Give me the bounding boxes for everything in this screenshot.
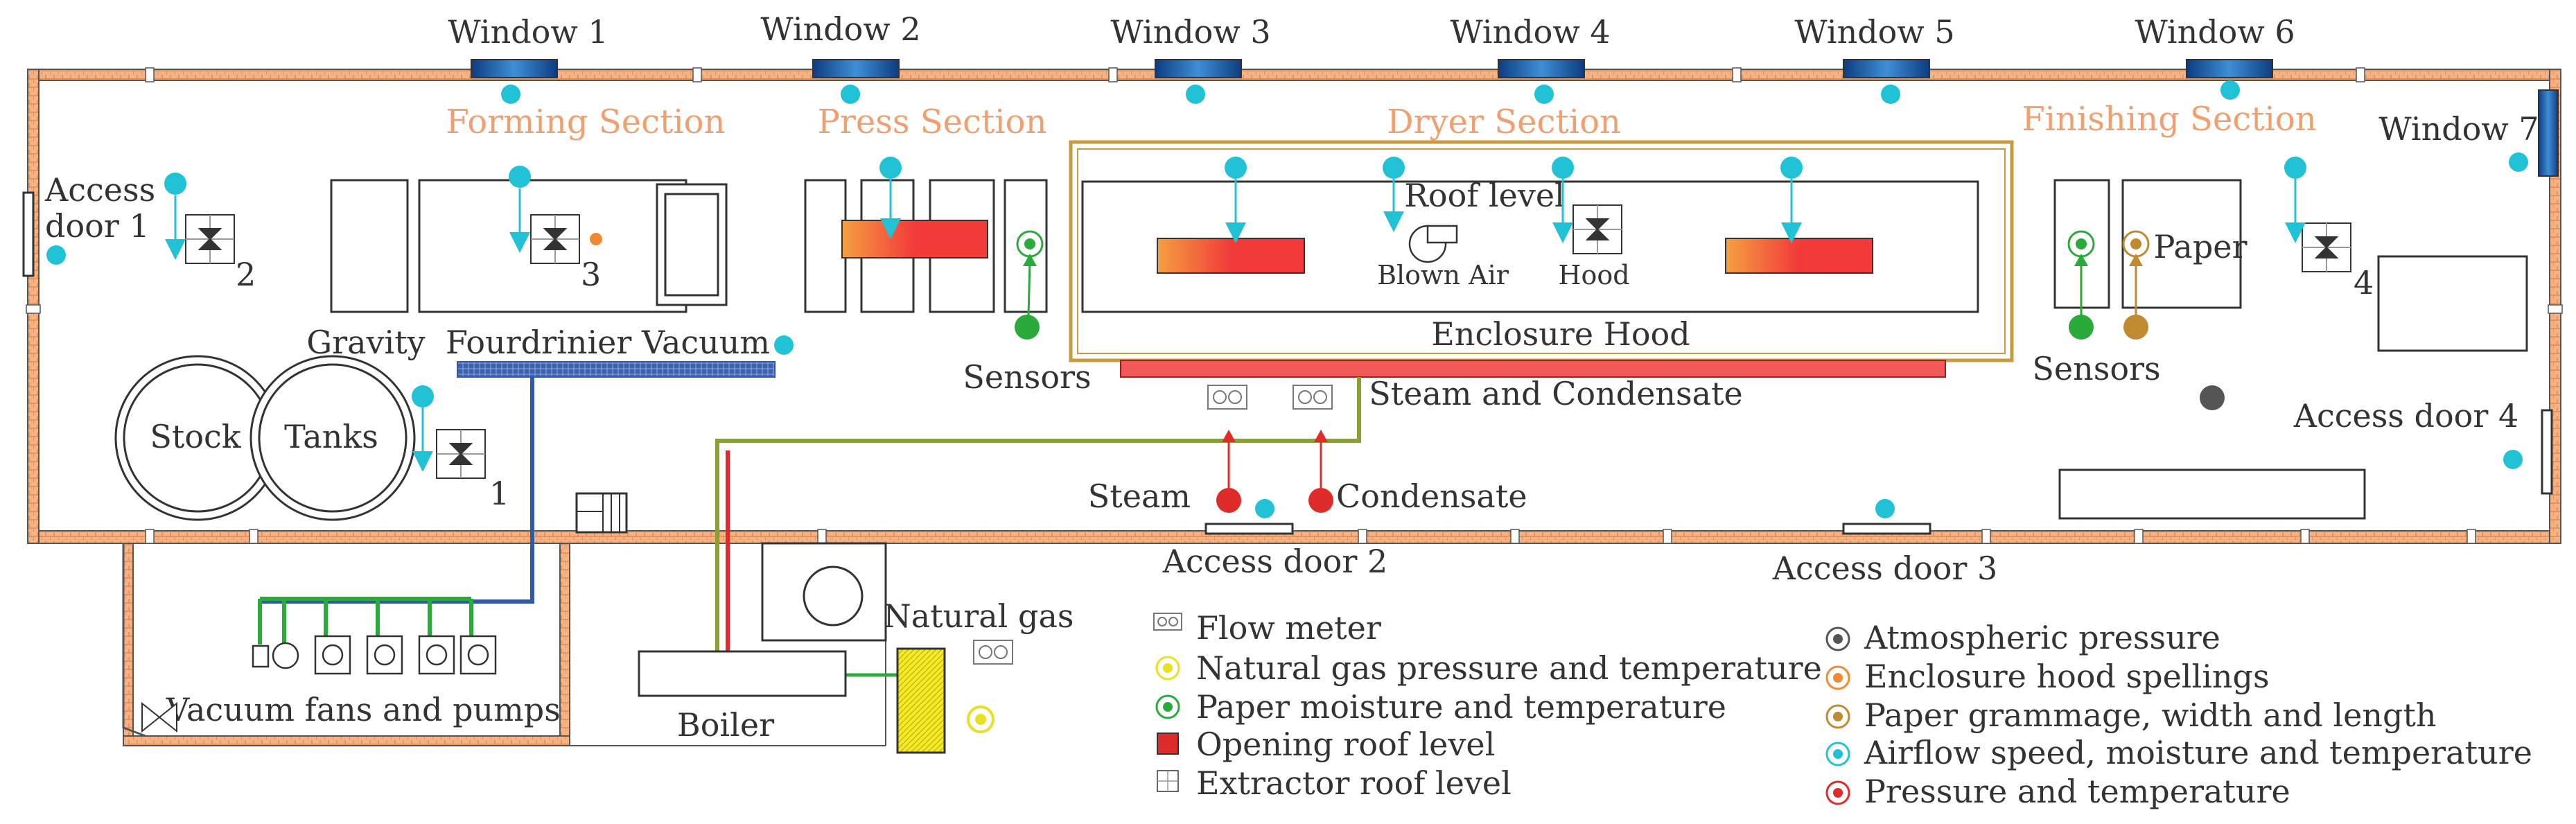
legend-left-2: Natural gas pressure and temperature — [1196, 649, 1822, 687]
extractor-4 — [2302, 222, 2351, 272]
annex-equipment — [575, 492, 887, 697]
flow-meter-icon — [1207, 385, 1333, 410]
window-1 — [471, 59, 558, 78]
roof-level-label: Roof level — [1404, 177, 1565, 214]
window-2-label: Window 2 — [760, 10, 920, 48]
enclosure-hood-label: Enclosure Hood — [1431, 315, 1690, 353]
extractor-legend-icon — [1157, 770, 1179, 792]
access-door-4-label: Access door 4 — [2293, 397, 2519, 435]
valve-icon — [141, 701, 177, 733]
gravity-label: Gravity — [306, 324, 425, 361]
fourdrinier-label: Fourdrinier Vacuum — [446, 324, 770, 361]
yellow-dot-legend-icon — [1155, 656, 1180, 681]
window-6 — [2186, 59, 2273, 78]
hood-label: Hood — [1558, 260, 1629, 290]
blown-air-fan-icon — [1408, 225, 1458, 263]
airflow-arrows — [165, 179, 2306, 472]
legend-right-4: Airflow speed, moisture and temperature — [1864, 734, 2532, 771]
paper-moisture-sensors — [1015, 230, 2095, 340]
windows — [471, 59, 2559, 177]
natural-gas-sensor — [967, 705, 995, 733]
extractor-hood — [1572, 204, 1622, 254]
access-doors — [22, 191, 2553, 535]
window-4 — [1498, 59, 1585, 78]
dryer-opening-roof-right — [1725, 238, 1873, 274]
legend-right-1: Atmospheric pressure — [1864, 619, 2220, 656]
extractor-1 — [436, 429, 486, 479]
legend-right-2: Enclosure hood spellings — [1864, 658, 2270, 695]
legend-left-1: Flow meter — [1196, 609, 1381, 647]
legend-right-5: Pressure and temperature — [1864, 773, 2290, 810]
flow-meter-legend-icon — [1153, 613, 1182, 631]
extractor-4-label: 4 — [2354, 264, 2374, 301]
tanks-label: Tanks — [284, 418, 378, 455]
steam-condensate-bar — [1120, 360, 1946, 378]
press-section-label: Press Section — [818, 103, 1047, 141]
steam-label: Steam — [1088, 477, 1191, 515]
stock-label: Stock — [150, 418, 241, 455]
enclosure-hood-sensor — [590, 233, 602, 245]
legend-left — [1153, 613, 1182, 792]
fourdrinier-vacuum-bar — [457, 361, 776, 378]
access-door-4 — [2541, 409, 2553, 495]
paper-label: Paper — [2154, 228, 2248, 265]
finishing-equipment — [2053, 179, 2528, 520]
grammage-sensor — [2122, 230, 2150, 340]
natural-gas-tank — [896, 647, 946, 754]
dryer-opening-roof-left — [1157, 238, 1305, 274]
sensors-left-label: Sensors — [963, 358, 1091, 396]
extractor-icons — [185, 204, 2351, 479]
extractor-1-label: 1 — [489, 475, 509, 512]
piping — [122, 377, 1361, 737]
natural-gas-flow-meter-icon — [973, 640, 1013, 665]
window-3-label: Window 3 — [1110, 13, 1270, 51]
airflow-sensors — [46, 80, 2528, 518]
access-door-1-label-line2: door 1 — [45, 207, 150, 245]
sensors-right-label: Sensors — [2032, 350, 2160, 387]
blown-air-label: Blown Air — [1377, 260, 1509, 290]
vacuum-fans-label: Vacuum fans and pumps — [166, 691, 561, 728]
extractor-2-label: 2 — [236, 256, 256, 293]
press-opening-roof — [841, 220, 988, 258]
condensate-label: Condensate — [1336, 477, 1527, 515]
window-5 — [1843, 59, 1930, 78]
legend-right-3: Paper grammage, width and length — [1864, 696, 2437, 734]
access-door-3 — [1842, 523, 1931, 535]
access-door-1-label-line1: Access — [44, 171, 155, 209]
legend-left-4: Opening roof level — [1196, 726, 1495, 763]
forming-section-label: Forming Section — [446, 103, 726, 141]
legend-right — [1825, 626, 1850, 805]
legend-left-5: Extractor roof level — [1196, 764, 1512, 802]
window-5-label: Window 5 — [1794, 13, 1954, 51]
window-4-label: Window 4 — [1450, 13, 1610, 51]
stock-tanks — [114, 355, 416, 521]
extractor-2 — [185, 214, 235, 264]
steam-condensate-label: Steam and Condensate — [1369, 375, 1743, 412]
extractor-3-label: 3 — [581, 256, 601, 293]
dryer-section-label: Dryer Section — [1387, 103, 1621, 141]
atmospheric-sensor — [2200, 385, 2225, 410]
extractor-3 — [530, 214, 580, 264]
window-labels: Window 1 Window 2 Window 3 Window 4 Wind… — [448, 10, 2539, 148]
red-rect-legend-icon — [1157, 733, 1179, 755]
window-2 — [812, 59, 900, 78]
finishing-section-label: Finishing Section — [2022, 100, 2316, 139]
access-door-2 — [1204, 523, 1294, 535]
access-door-3-label: Access door 3 — [1772, 550, 1998, 587]
access-door-2-label: Access door 2 — [1162, 543, 1388, 580]
boiler-label: Boiler — [677, 706, 774, 744]
legend-left-3: Paper moisture and temperature — [1196, 688, 1726, 726]
window-3 — [1155, 59, 1242, 78]
green-dot-legend-icon — [1155, 694, 1180, 719]
natural-gas-label: Natural gas — [883, 597, 1074, 635]
window-7 — [2538, 89, 2559, 177]
vacuum-pump-icons — [252, 635, 497, 675]
window-1-label: Window 1 — [448, 13, 608, 51]
window-6-label: Window 6 — [2135, 13, 2295, 51]
window-7-label: Window 7 — [2378, 110, 2539, 148]
steam-sensors — [1216, 430, 1333, 513]
access-door-1 — [22, 191, 35, 277]
